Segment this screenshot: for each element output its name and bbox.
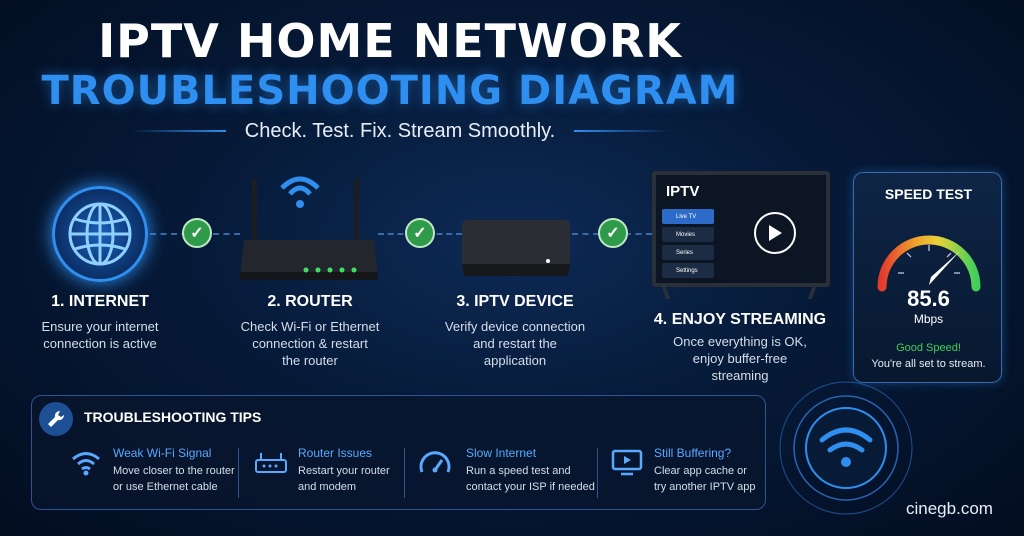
subtitle: Check. Test. Fix. Stream Smoothly. xyxy=(244,120,556,142)
iptv-box-icon xyxy=(462,220,570,276)
globe-icon xyxy=(52,186,148,282)
troubleshooting-tips-panel: TROUBLESHOOTING TIPS Weak Wi-Fi Signal M… xyxy=(31,395,766,510)
tv-menu-item[interactable]: Settings xyxy=(662,263,714,278)
tip-divider xyxy=(238,448,239,498)
tip-divider xyxy=(597,448,598,498)
speed-value: 85.6 xyxy=(907,286,950,311)
tv-menu-item[interactable]: Live TV xyxy=(662,209,714,224)
play-icon[interactable] xyxy=(754,212,796,254)
check-icon: ✓ xyxy=(182,218,212,248)
step-1-title: 1. INTERNET xyxy=(51,293,149,310)
wrench-icon xyxy=(39,402,73,436)
router-icon xyxy=(240,176,378,280)
tv-leg xyxy=(799,287,817,299)
tv-menu: Live TV Movies Series Settings xyxy=(662,209,714,281)
subtitle-divider-right xyxy=(574,130,670,132)
speed-message: You're all set to stream. xyxy=(871,358,986,370)
subtitle-divider-left xyxy=(130,130,226,132)
tv-screen: IPTV Live TV Movies Series Settings xyxy=(652,171,830,287)
speedometer-icon xyxy=(419,451,451,473)
check-icon: ✓ xyxy=(405,218,435,248)
step-3-title: 3. IPTV DEVICE xyxy=(456,293,574,310)
tips-heading: TROUBLESHOOTING TIPS xyxy=(84,409,262,425)
tip-2-title: Router Issues xyxy=(298,446,373,460)
title-line-1: IPTV HOME NETWORK xyxy=(98,14,682,68)
site-url[interactable]: cinegb.com xyxy=(906,499,993,518)
tip-1-title: Weak Wi-Fi Signal xyxy=(113,446,212,460)
wifi-emblem-icon xyxy=(779,381,913,515)
step-2-title: 2. ROUTER xyxy=(267,293,353,310)
tv-app-title: IPTV xyxy=(666,183,700,200)
speed-test-title: SPEED TEST xyxy=(884,186,973,202)
tip-divider xyxy=(404,448,405,498)
tv-menu-item[interactable]: Movies xyxy=(662,227,714,242)
speed-gauge xyxy=(877,235,981,292)
step-4-title: 4. ENJOY STREAMING xyxy=(653,311,827,328)
gauge-needle xyxy=(929,251,960,285)
title-line-2: TROUBLESHOOTING DIAGRAM xyxy=(41,68,739,114)
check-icon: ✓ xyxy=(598,218,628,248)
monitor-play-icon xyxy=(611,449,643,476)
speed-status: Good Speed! xyxy=(896,342,961,354)
tv-leg xyxy=(661,287,679,299)
wifi-icon xyxy=(72,452,100,476)
speed-test-card: SPEED TEST 85.6 Mbps Good Speed! You're … xyxy=(853,172,1002,383)
router-icon xyxy=(255,453,287,473)
speed-unit: Mbps xyxy=(913,312,944,326)
tv-menu-item[interactable]: Series xyxy=(662,245,714,260)
tip-4-title: Still Buffering? xyxy=(654,446,732,460)
tip-3-title: Slow Internet xyxy=(466,446,537,460)
